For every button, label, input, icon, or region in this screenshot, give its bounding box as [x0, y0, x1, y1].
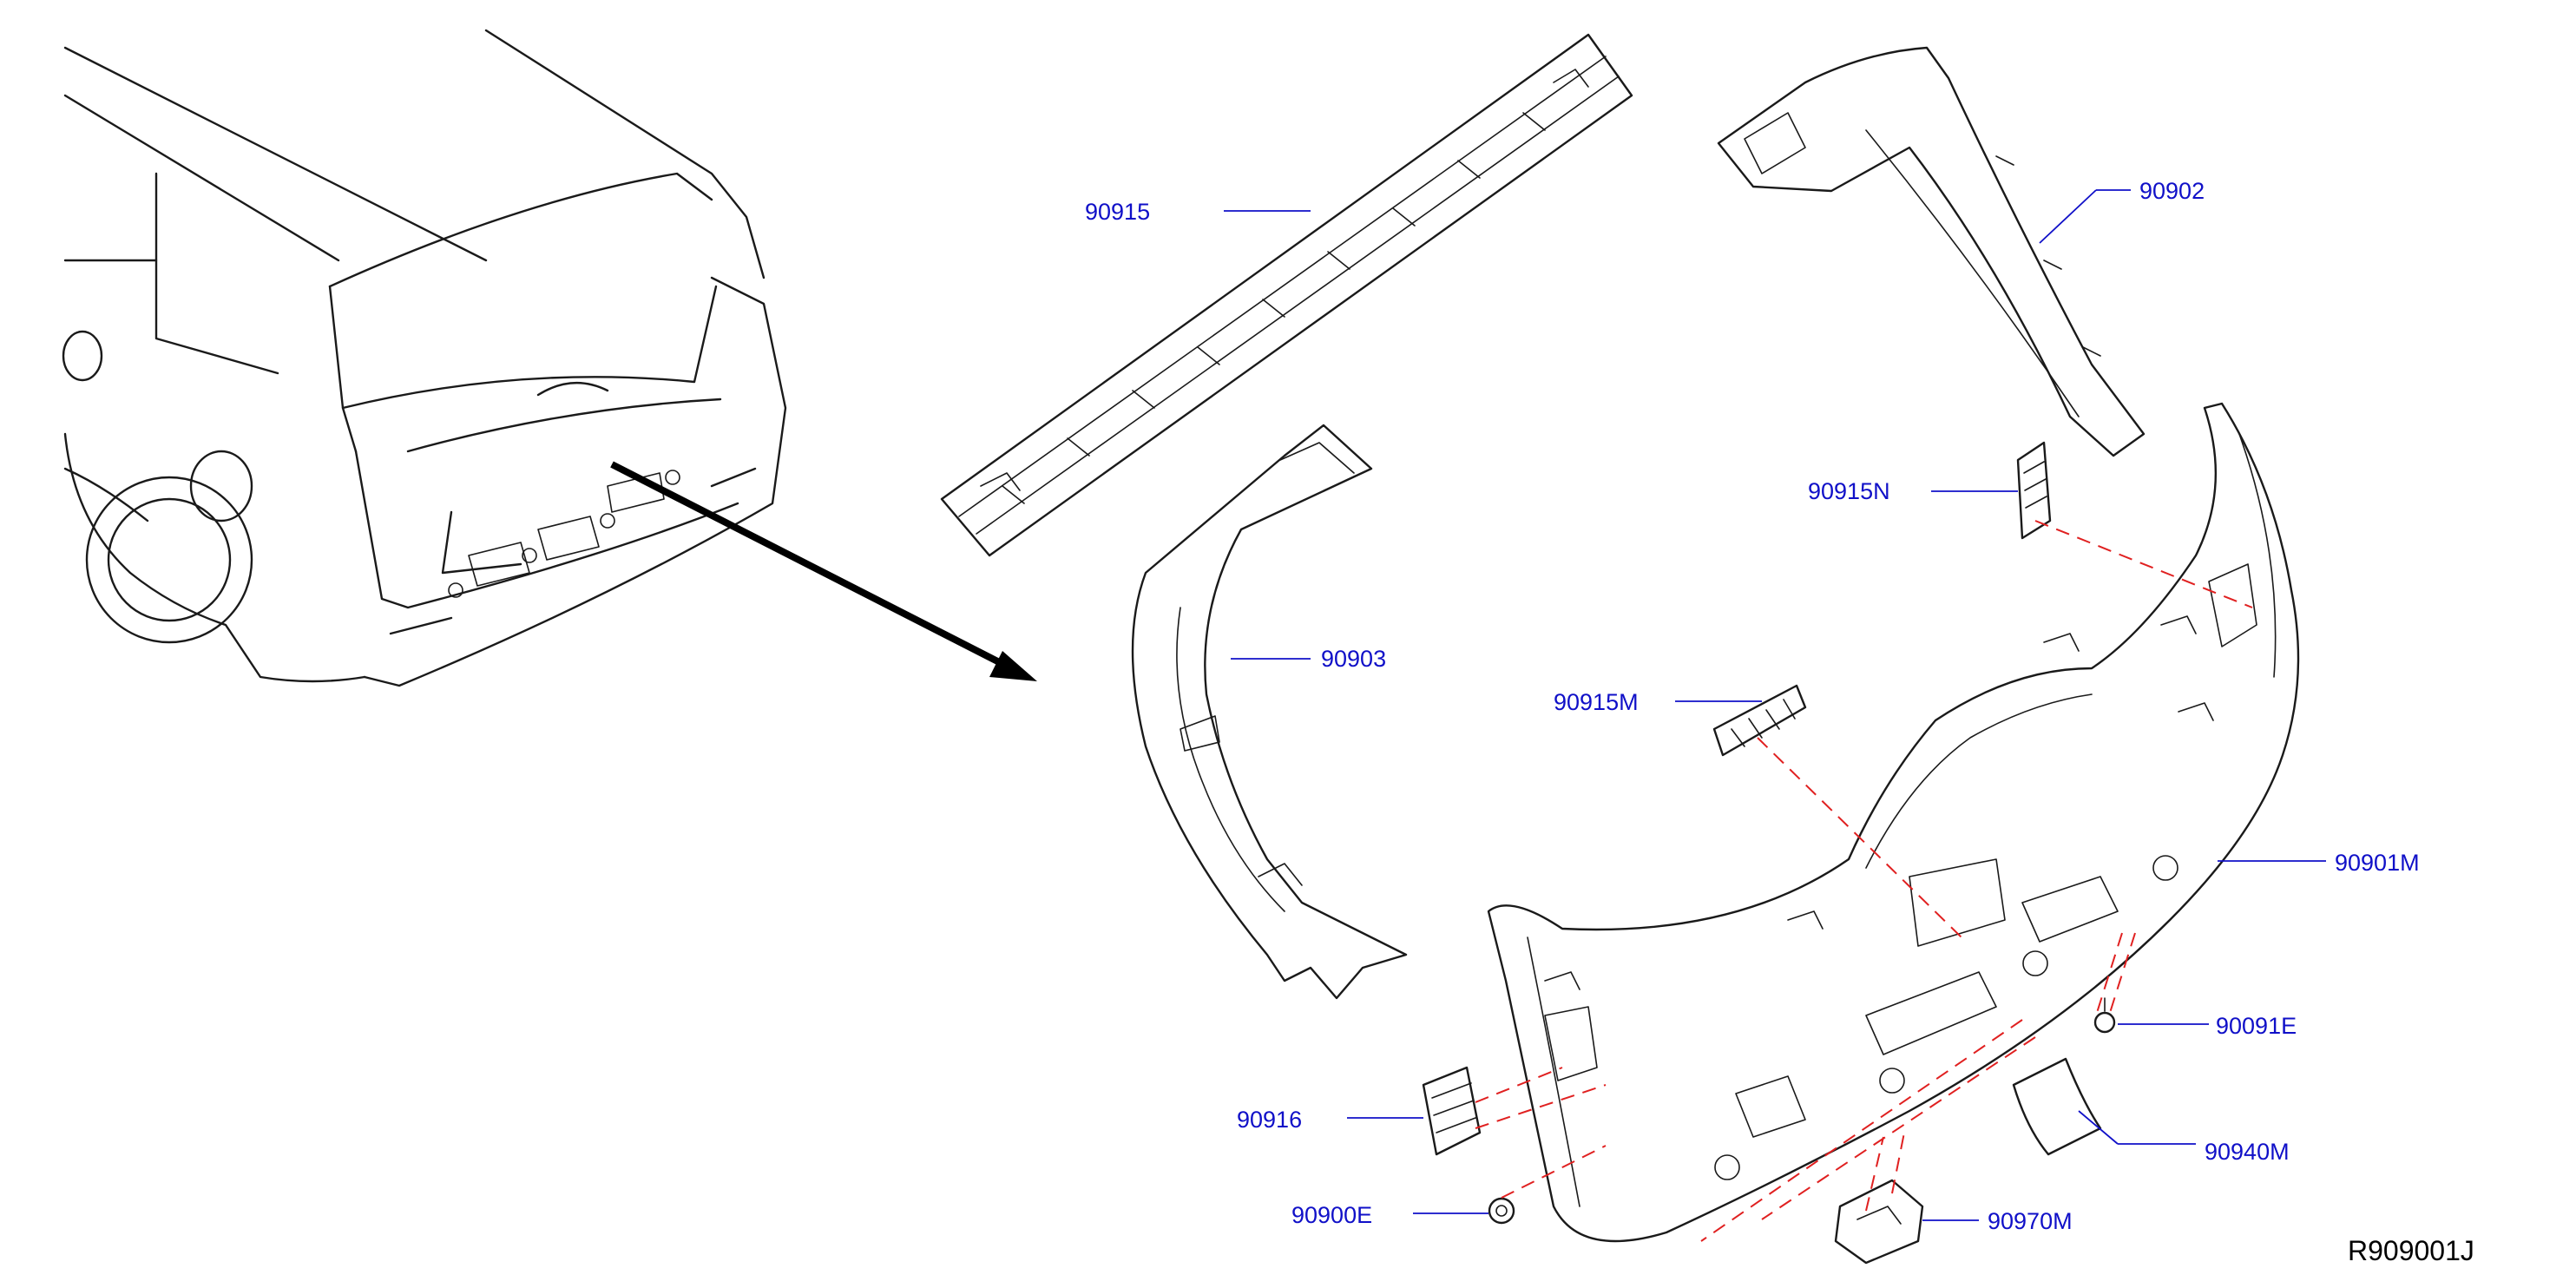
assembly-guide-lines — [1475, 520, 2253, 1242]
part-label: 90916 — [1237, 1107, 1302, 1133]
part-label: 90901M — [2335, 850, 2420, 876]
part-label: 90915M — [1554, 689, 1639, 715]
part-label: 90903 — [1321, 646, 1386, 672]
callout-90900E: 90900E — [1291, 1202, 1488, 1228]
part-90900E-drawing — [1488, 1197, 1515, 1225]
part-90903-drawing — [1131, 424, 1408, 1000]
callout-90940M: 90940M — [2078, 1110, 2290, 1165]
part-90915-drawing — [940, 33, 1633, 557]
part-label: 90900E — [1291, 1202, 1372, 1228]
part-90916-drawing — [1422, 1066, 1482, 1156]
callout-90970M: 90970M — [1922, 1208, 2073, 1234]
vehicle-rear-view — [62, 29, 787, 687]
part-label: 90915N — [1808, 478, 1890, 504]
part-90970M-drawing — [1834, 1179, 1924, 1265]
part-label: 90915 — [1085, 199, 1150, 225]
callout-90901M: 90901M — [2218, 850, 2420, 876]
part-90902-drawing — [1717, 46, 2146, 457]
part-90091E-drawing — [2093, 997, 2116, 1034]
part-90915N-drawing — [2016, 441, 2052, 540]
callout-90902: 90902 — [2039, 178, 2205, 244]
callout-90915M: 90915M — [1554, 689, 1762, 715]
callout-90091E: 90091E — [2118, 1013, 2297, 1039]
part-label: 90940M — [2205, 1139, 2290, 1165]
callout-90915N: 90915N — [1808, 478, 2018, 504]
callout-90903: 90903 — [1231, 646, 1386, 672]
callout-90916: 90916 — [1237, 1107, 1423, 1133]
part-label: 90902 — [2139, 178, 2205, 204]
part-label: 90091E — [2216, 1013, 2297, 1039]
direction-arrow — [610, 461, 1037, 681]
callout-90915: 90915 — [1085, 199, 1311, 225]
reference-code: R909001J — [2348, 1235, 2474, 1266]
part-90915M-drawing — [1712, 684, 1807, 757]
part-90901M-drawing — [1487, 402, 2300, 1243]
part-label: 90970M — [1988, 1208, 2073, 1234]
part-90940M-drawing — [2012, 1057, 2102, 1156]
